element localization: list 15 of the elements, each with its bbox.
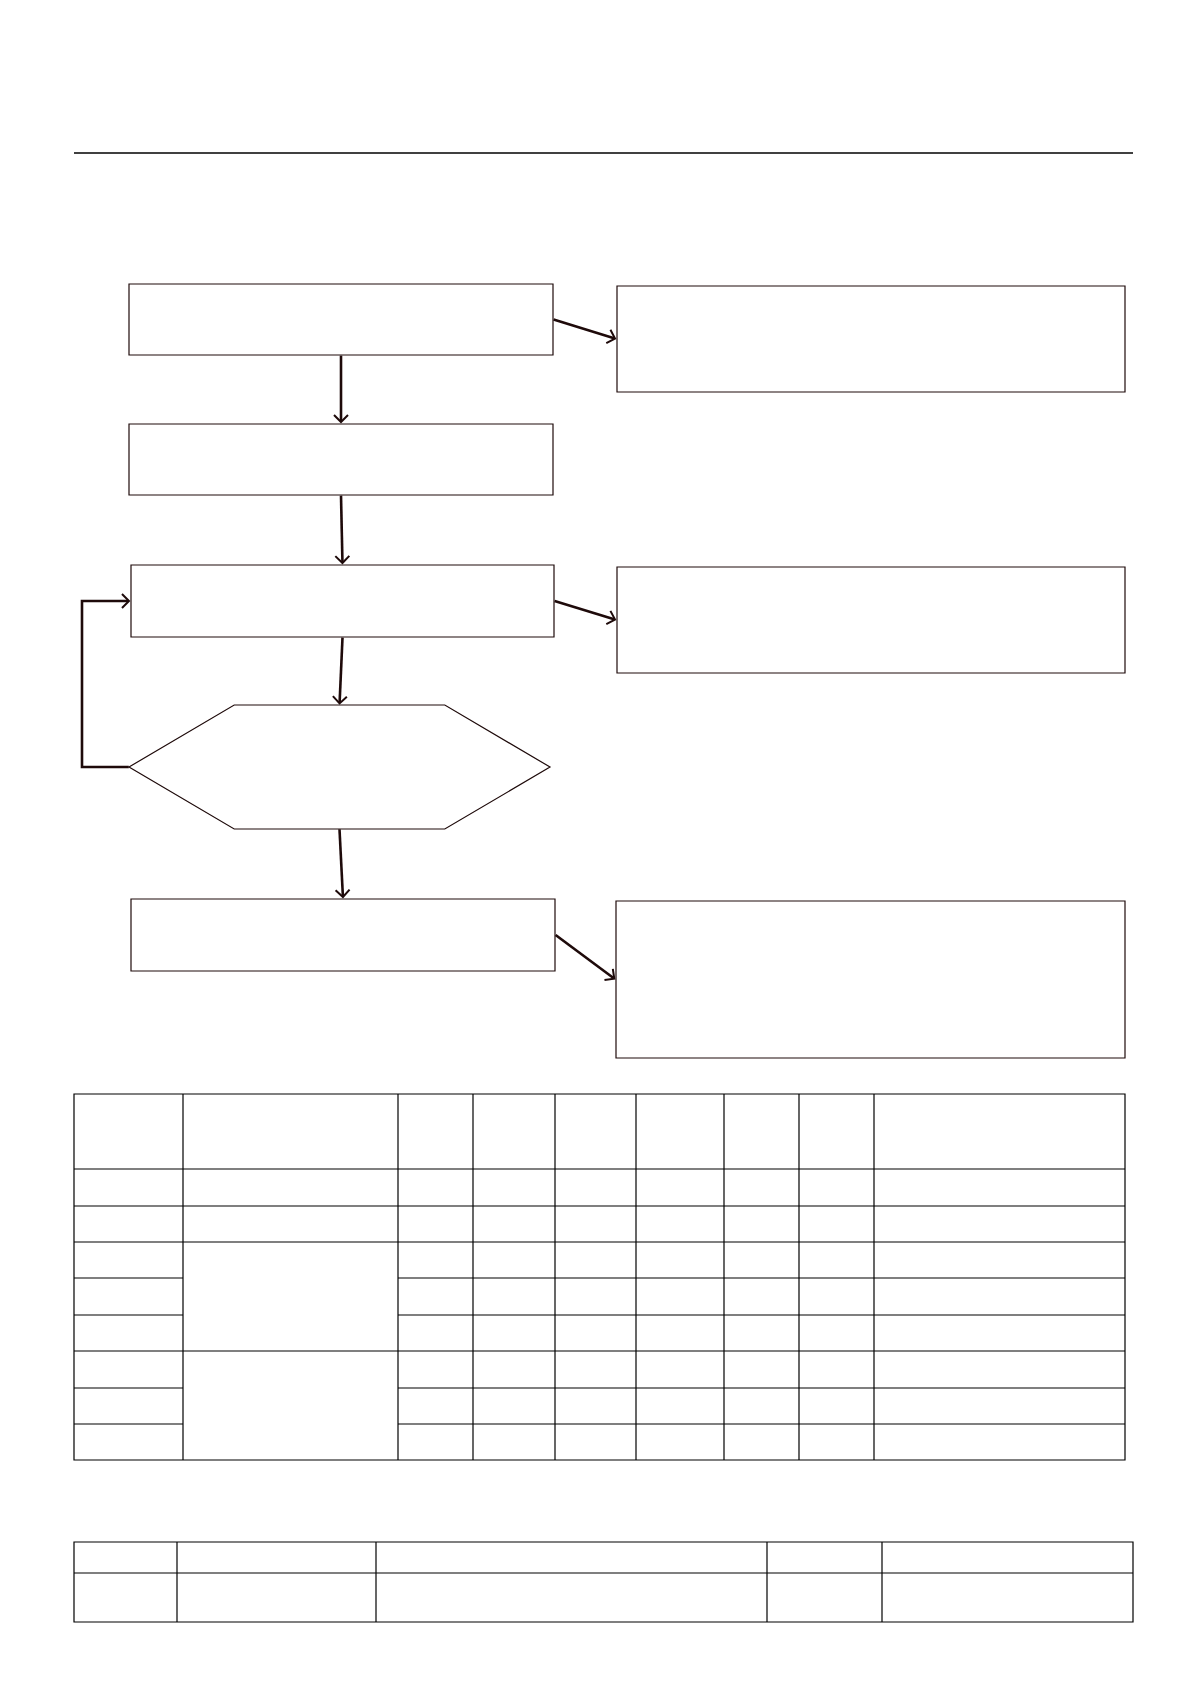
arrow bbox=[331, 637, 348, 705]
arrow bbox=[554, 933, 616, 982]
process-box bbox=[615, 900, 1126, 1059]
arrow bbox=[554, 599, 617, 626]
process-box bbox=[616, 285, 1126, 393]
arrow bbox=[334, 829, 351, 899]
process-box bbox=[616, 566, 1126, 674]
process-box bbox=[128, 423, 554, 496]
arrow bbox=[334, 495, 351, 565]
arrow bbox=[80, 593, 131, 769]
process-box bbox=[130, 898, 556, 972]
process-box bbox=[130, 564, 555, 638]
arrow bbox=[553, 318, 617, 345]
arrow bbox=[333, 355, 349, 424]
process-box bbox=[128, 283, 554, 356]
